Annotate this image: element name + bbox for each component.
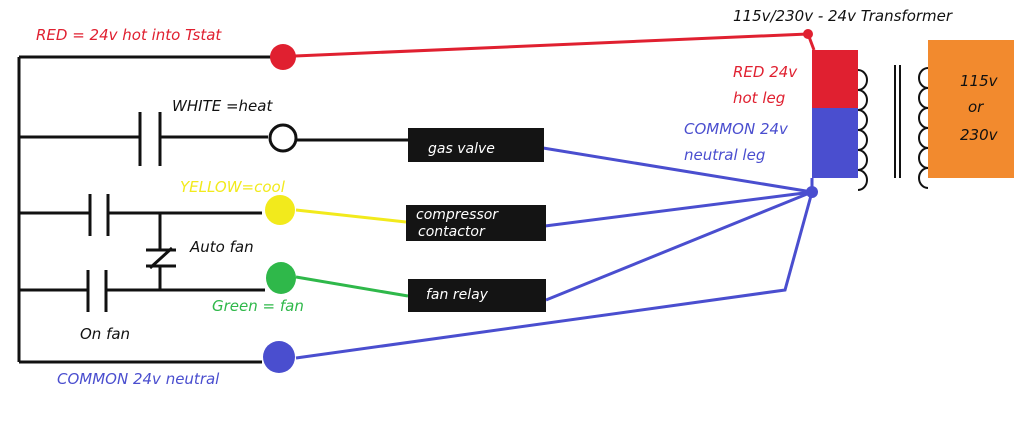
red-hot-label: RED = 24v hot into Tstat [36, 26, 222, 44]
transformer-title: 115v/230v - 24v Transformer [733, 7, 953, 25]
gas-valve-return-wire [542, 146, 813, 194]
supply-line-1: 115v [960, 72, 999, 90]
on-fan-label: On fan [80, 325, 130, 343]
thermostat-ladder [17, 55, 408, 364]
terminals [263, 29, 818, 373]
green-fan-wire [295, 275, 409, 298]
auto-fan-contact-slash [148, 246, 174, 270]
yellow-terminal [265, 195, 295, 225]
load-boxes: gas valve compressor contactor fan relay [406, 128, 546, 312]
white-terminal [268, 123, 298, 153]
compressor-contactor-box [406, 205, 546, 241]
common-neutral-leg-label-line-2: neutral leg [684, 146, 765, 164]
fan-relay-return-wire [545, 190, 813, 302]
green-terminal [266, 262, 296, 294]
red-hot-wire [294, 32, 809, 58]
red-hot-leg-label-line-2: hot leg [733, 89, 785, 107]
auto-fan-label: Auto fan [189, 238, 254, 256]
red-terminal [270, 44, 296, 70]
common-terminal [263, 341, 295, 373]
yellow-cool-wire [295, 208, 407, 224]
supply-voltage-block [928, 40, 1014, 178]
transformer-neutral-leg-block [812, 108, 858, 178]
gas-valve-box [408, 128, 544, 162]
red-junction-dot [803, 29, 813, 39]
white-heat-label: WHITE =heat [172, 97, 273, 115]
transformer-hot-leg-block [812, 50, 858, 108]
transformer: 115v or 230v [812, 40, 1014, 191]
supply-line-3: 230v [960, 126, 999, 144]
gas-valve-label: gas valve [428, 141, 495, 157]
compressor-label: compressor [416, 207, 499, 223]
primary-coil [918, 67, 929, 189]
yellow-cool-label: YELLOW=cool [180, 178, 286, 196]
text-labels: RED = 24v hot into Tstat WHITE =heat YEL… [36, 7, 953, 388]
common-neutral-label: COMMON 24v neutral [57, 370, 220, 388]
fan-relay-box [408, 279, 546, 312]
common-neutral-wire [295, 191, 814, 360]
common-neutral-leg-label-line-1: COMMON 24v [684, 120, 789, 138]
secondary-coil [857, 69, 868, 191]
green-fan-label: Green = fan [212, 297, 304, 315]
fan-relay-label: fan relay [426, 287, 489, 303]
common-junction-dot [806, 186, 818, 198]
contactor-label: contactor [418, 224, 486, 240]
supply-line-2: or [968, 98, 984, 116]
colored-wires [294, 32, 816, 360]
red-hot-leg-label-line-1: RED 24v [733, 63, 798, 81]
contactor-return-wire [544, 190, 813, 228]
